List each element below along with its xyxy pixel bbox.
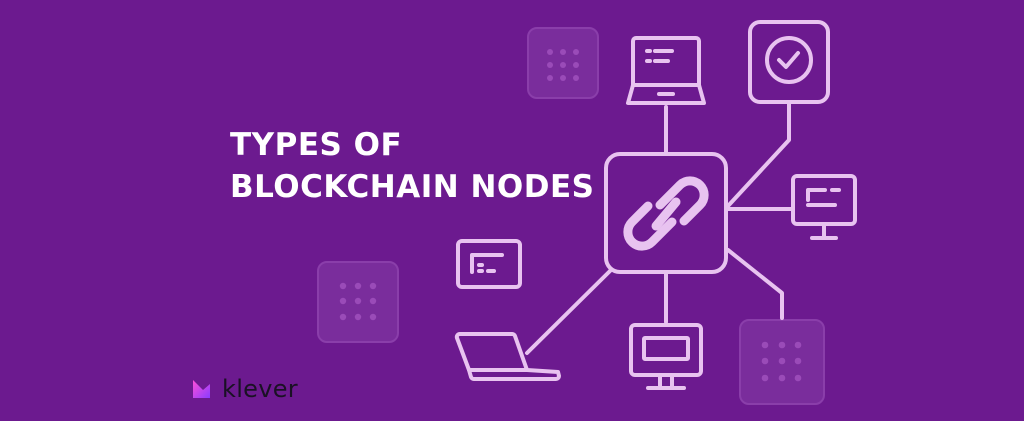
laptop-top-icon — [626, 36, 706, 105]
title-line-2: BLOCKCHAIN NODES — [230, 169, 595, 205]
chain-link-icon — [604, 152, 728, 274]
brand-logo: klever — [192, 377, 298, 401]
dot-grid-tile-bottom-right — [739, 319, 825, 405]
laptop-bottom-left-icon — [454, 332, 561, 381]
checkmark-tile-icon — [748, 20, 830, 104]
terminal-window-icon — [456, 239, 522, 289]
monitor-right-icon — [791, 174, 857, 240]
brand-name: klever — [222, 375, 298, 403]
connector-lines — [525, 102, 794, 355]
klever-logo-icon — [193, 380, 210, 398]
dot-grid-tile-top — [527, 27, 599, 99]
title-line-1: TYPES OF — [230, 127, 403, 163]
dot-grid-tile-left — [317, 261, 399, 343]
monitor-bottom-icon — [629, 323, 703, 390]
page-title: TYPES OF BLOCKCHAIN NODES — [230, 124, 595, 208]
